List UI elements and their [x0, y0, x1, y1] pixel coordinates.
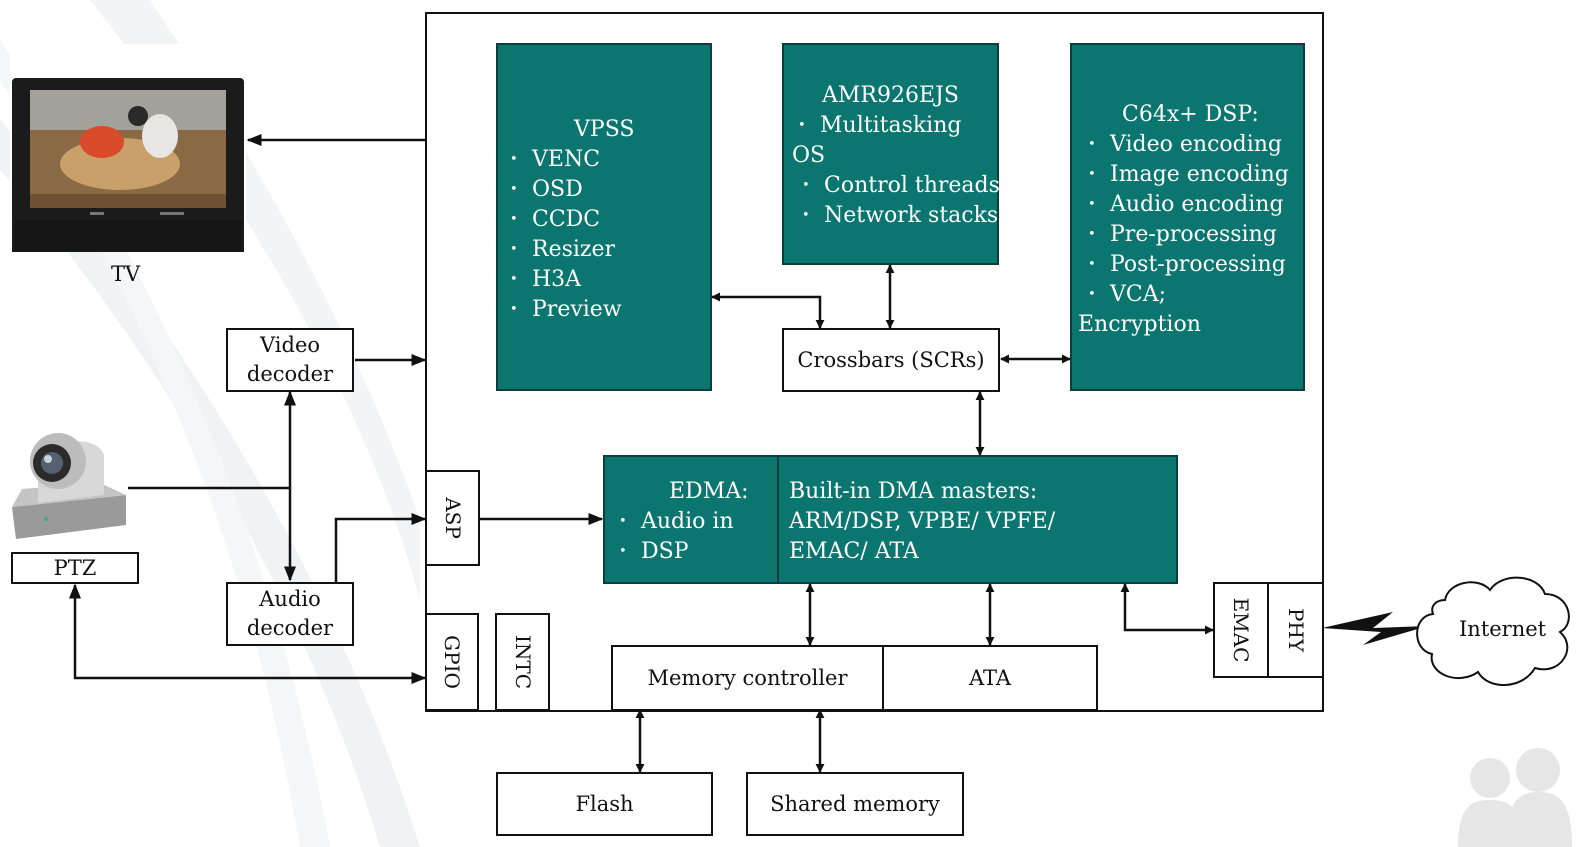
dsp-item-cont: Encryption	[1078, 312, 1201, 337]
emac-box: EMAC	[1213, 582, 1269, 678]
vpss-item: OSD	[510, 175, 710, 205]
arm-item: Multitasking	[798, 111, 997, 141]
audio-decoder-box: Audio decoder	[226, 582, 354, 646]
edma-title: EDMA:	[669, 479, 749, 504]
tv-icon	[10, 44, 246, 252]
flash-box: Flash	[496, 772, 713, 836]
people-watermark-icon	[1458, 748, 1572, 847]
dsp-item: Video encoding	[1088, 130, 1303, 160]
edma-block: EDMA: Audio in DSP	[603, 455, 779, 584]
edma-item: DSP	[619, 537, 777, 567]
phy-label: PHY	[1283, 607, 1308, 653]
arm-item-cont: OS	[792, 143, 826, 168]
dma-masters-line: ARM/DSP, VPBE/ VPFE/	[789, 509, 1056, 534]
vpss-block: VPSS VENC OSD CCDC Resizer H3A Preview	[496, 43, 712, 391]
ptz-box: PTZ	[11, 552, 139, 584]
arm-item: Network stacks	[802, 201, 998, 231]
internet-label: Internet	[1459, 617, 1547, 641]
gpio-label: GPIO	[440, 635, 464, 689]
vpss-item: Preview	[510, 295, 710, 325]
emac-label: EMAC	[1229, 597, 1253, 663]
intc-box: INTC	[495, 613, 550, 711]
asp-label: ASP	[440, 497, 465, 539]
video-decoder-box: Video decoder	[226, 328, 354, 392]
shared-memory-box: Shared memory	[746, 772, 964, 836]
edma-list: Audio in DSP	[619, 507, 777, 567]
dsp-item: VCA;	[1088, 280, 1303, 310]
dsp-item: Audio encoding	[1088, 190, 1303, 220]
dma-masters-line: EMAC/ ATA	[789, 539, 919, 564]
memory-controller-box: Memory controller	[611, 645, 884, 711]
ata-box: ATA	[882, 645, 1098, 711]
lightning-link-icon	[1322, 612, 1428, 645]
dma-masters-block: Built-in DMA masters: ARM/DSP, VPBE/ VPF…	[777, 455, 1178, 584]
cloud-icon	[1416, 576, 1570, 686]
gpio-box: GPIO	[425, 613, 479, 711]
vpss-title: VPSS	[574, 117, 635, 142]
dsp-item: Post-processing	[1088, 250, 1303, 280]
dsp-list: Video encoding Image encoding Audio enco…	[1088, 130, 1303, 310]
tv-label: TV	[111, 262, 141, 286]
dsp-item: Pre-processing	[1088, 220, 1303, 250]
arm-block: AMR926EJS Multitasking OS Control thread…	[782, 43, 1000, 265]
arm-title: AMR926EJS	[822, 83, 959, 108]
arm-item: Control threads	[802, 171, 1000, 201]
vpss-item: H3A	[510, 265, 710, 295]
vpss-item: Resizer	[510, 235, 710, 265]
arm-list-2: Control threads Network stacks	[792, 171, 1000, 231]
dsp-item: Image encoding	[1088, 160, 1303, 190]
crossbars-box: Crossbars (SCRs)	[782, 328, 1000, 392]
vpss-item: CCDC	[510, 205, 710, 235]
dsp-block: C64x+ DSP: Video encoding Image encoding…	[1070, 43, 1305, 391]
dma-masters-line: Built-in DMA masters:	[789, 479, 1038, 504]
vpss-item: VENC	[510, 145, 710, 175]
arm-list: Multitasking	[792, 111, 997, 141]
phy-box: PHY	[1267, 582, 1324, 678]
intc-label: INTC	[510, 634, 535, 690]
vpss-list: VENC OSD CCDC Resizer H3A Preview	[510, 145, 710, 325]
dsp-title: C64x+ DSP:	[1122, 102, 1259, 127]
asp-box: ASP	[425, 470, 480, 566]
ptz-camera-icon	[12, 433, 126, 539]
edma-item: Audio in	[619, 507, 777, 537]
